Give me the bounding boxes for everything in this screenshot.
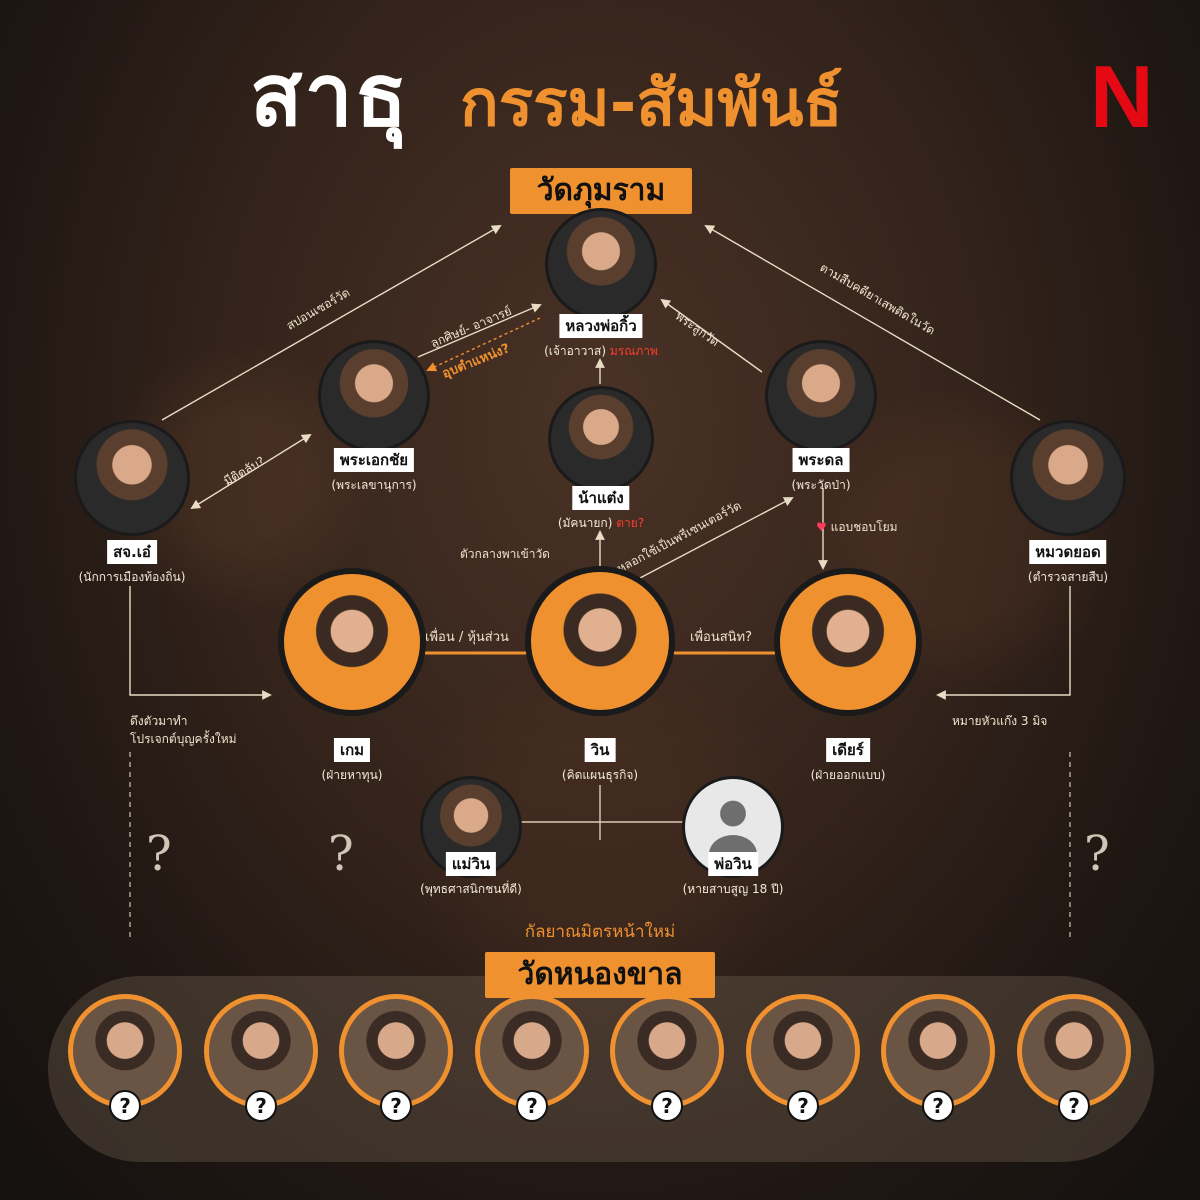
role-detective: (ตำรวจสายสืบ) — [1027, 570, 1109, 584]
bottom-member-portrait — [204, 994, 318, 1108]
edge-drug-investigation — [704, 225, 1041, 421]
role-luangpor-text: (เจ้าอาวาส) — [544, 344, 607, 358]
section-title-bottom-temple: วัดหนองขาล — [485, 952, 715, 998]
series-subtitle: กรรม-สัมพันธ์ — [460, 67, 843, 141]
bottom-member-unknown-badge: ? — [380, 1090, 412, 1122]
edge-merit-project — [129, 586, 272, 700]
edge-position — [426, 317, 541, 372]
bottom-member-unknown-badge: ? — [245, 1090, 277, 1122]
bottom-member-unknown-badge: ? — [109, 1090, 141, 1122]
netflix-logo: N — [1090, 47, 1154, 146]
edge-disciple — [417, 303, 542, 358]
edge-label-crush-text: แอบชอบโยม — [830, 520, 898, 534]
portrait-dear — [774, 568, 922, 716]
bottom-member-portrait — [339, 994, 453, 1108]
edge-sponsor — [161, 225, 502, 421]
name-maewin: แม่วิน — [445, 852, 497, 876]
portrait-phradon — [765, 340, 877, 452]
portrait-sorjor — [74, 420, 190, 536]
role-luangpor: (เจ้าอาวาส) มรณภาพ — [544, 342, 658, 361]
name-detective: หมวดยอด — [1029, 540, 1107, 564]
role-maewin: (พุทธศาสนิกชนที่ดี) — [420, 882, 522, 896]
unknown-marker-center-left: ? — [328, 826, 354, 882]
name-sorjor: สจ.เอ๋ — [107, 540, 157, 564]
edge-label-crush: ♥ แอบชอบโยม — [816, 518, 898, 537]
unknown-marker-right: ? — [1084, 826, 1110, 882]
name-game: เกม — [333, 738, 371, 762]
role-ekachai: (พระเลขานุการ) — [331, 478, 417, 492]
role-sorjor: (นักการเมืองท้องถิ่น) — [78, 570, 186, 584]
status-luangpor: มรณภาพ — [609, 344, 658, 358]
name-phradon: พระดล — [792, 448, 850, 472]
edge-lure — [639, 497, 794, 579]
edge-label-merit-project: ดึงตัวมาทำ โปรเจกต์บุญครั้งใหม่ — [130, 714, 237, 746]
bottom-member-unknown-badge: ? — [1058, 1090, 1090, 1122]
edge-label-friends-partner: เพื่อน / หุ้นส่วน — [425, 630, 509, 645]
name-porwin: พ่อวิน — [708, 852, 758, 876]
role-game: (ฝ่ายหาทุน) — [321, 768, 383, 782]
bottom-member-portrait — [475, 994, 589, 1108]
section-title-top-temple: วัดภุมราม — [510, 168, 692, 214]
heart-icon: ♥ — [816, 520, 827, 534]
bottom-member-unknown-badge: ? — [922, 1090, 954, 1122]
bottom-member-portrait — [610, 994, 724, 1108]
bottom-member-unknown-badge: ? — [516, 1090, 548, 1122]
portrait-detective — [1010, 420, 1126, 536]
name-dear: เดียร์ — [826, 738, 870, 762]
bottom-member-unknown-badge: ? — [787, 1090, 819, 1122]
series-title: สาธุ — [250, 45, 410, 146]
name-ekachai: พระเอกชัย — [333, 448, 415, 472]
portrait-luangpor — [545, 208, 657, 320]
role-nataeng-text: (มัคนายก) — [557, 516, 613, 530]
status-nataeng: ตาย? — [616, 516, 645, 530]
role-nataeng: (มัคนายก) ตาย? — [558, 514, 644, 533]
edge-conflict — [190, 433, 312, 510]
role-dear: (ฝ่ายออกแบบ) — [810, 768, 886, 782]
role-porwin: (หายสาบสูญ 18 ปี) — [682, 882, 784, 896]
name-win: วิน — [584, 738, 616, 762]
bottom-member-unknown-badge: ? — [651, 1090, 683, 1122]
unknown-marker-left: ? — [146, 826, 172, 882]
name-luangpor: หลวงพ่อกิ้ว — [559, 314, 643, 338]
edge-label-middleman: ตัวกลางพาเข้าวัด — [460, 547, 550, 561]
portrait-ekachai — [318, 340, 430, 452]
portrait-nataeng — [548, 386, 654, 492]
role-win: (คิดแผนธุรกิจ) — [561, 768, 639, 782]
new-friends-caption: กัลยาณมิตรหน้าใหม่ — [524, 922, 676, 942]
name-nataeng: น้าแต๋ง — [572, 486, 630, 510]
portrait-game — [278, 568, 426, 716]
edge-target — [936, 586, 1071, 700]
edge-label-close-friend: เพื่อนสนิท? — [690, 630, 752, 645]
edge-label-target: หมายหัวแก๊ง 3 มิจ — [952, 714, 1048, 728]
role-phradon: (พระวัดป่า) — [791, 478, 851, 492]
edge-temple-son — [660, 298, 763, 373]
portrait-win — [525, 566, 675, 716]
